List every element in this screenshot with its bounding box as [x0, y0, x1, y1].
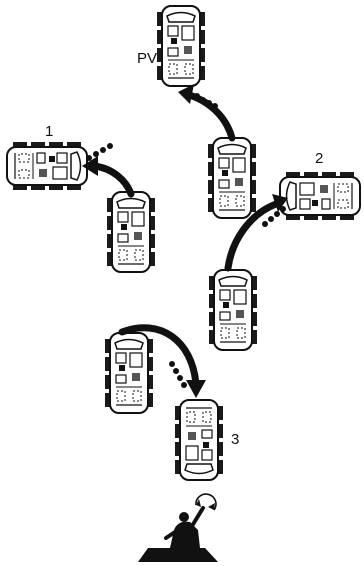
vehicle-left-middle	[106, 191, 156, 273]
arrow-to-pv	[182, 90, 236, 142]
dots-position-2	[262, 206, 286, 227]
arrow-to-position-1	[90, 162, 135, 198]
dots-pv	[194, 93, 218, 109]
dots-position-3	[169, 361, 187, 388]
arrow-head-1	[82, 156, 98, 176]
vehicle-position-1	[6, 141, 88, 191]
arrow-head-3	[186, 380, 206, 398]
signal-operator-icon	[138, 493, 218, 562]
dots-position-1	[86, 143, 113, 161]
label-pv: PV	[137, 50, 158, 67]
vehicle-pv	[156, 5, 206, 87]
vehicle-mid-lower	[208, 269, 258, 351]
label-position-1: 1	[45, 123, 54, 140]
arrow-to-position-3	[118, 324, 200, 388]
label-position-3: 3	[231, 431, 240, 448]
vehicle-position-3	[174, 399, 224, 481]
arrow-to-position-2	[224, 200, 280, 272]
arrow-head-2	[272, 194, 288, 212]
vehicle-mid-upper	[207, 137, 257, 219]
vehicle-position-2	[279, 171, 361, 221]
vehicle-left-lower	[104, 332, 154, 414]
label-position-2: 2	[315, 150, 324, 167]
arrow-head-pv	[178, 84, 194, 104]
